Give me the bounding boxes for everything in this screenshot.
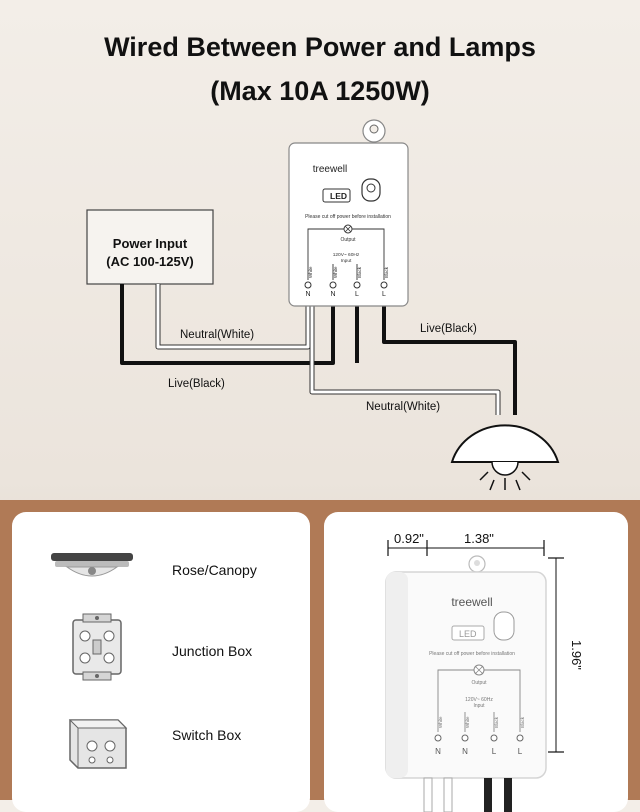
- terminal-color-1: White: [308, 266, 313, 278]
- dimension-pair-button-icon: [493, 611, 515, 641]
- label-neutral-bottom: Neutral(White): [366, 401, 440, 413]
- live-wire-right: [382, 300, 517, 415]
- led-label: LED: [330, 191, 347, 201]
- dimension-terminal-letter-3: L: [492, 747, 497, 756]
- terminal-letter-2: N: [330, 291, 335, 298]
- dimension-terminal-color-1: White: [438, 716, 443, 728]
- terminal-color-4: Black: [384, 266, 389, 278]
- dimension-terminal-color-3: Black: [494, 716, 499, 728]
- device-dimension-drawing: 0.92" 1.38" 1.96" treewell LED Please cu…: [385, 531, 584, 812]
- dimension-output-label: Output: [471, 680, 487, 686]
- label-live-right: Live(Black): [420, 323, 477, 335]
- label-neutral-top: Neutral(White): [180, 329, 254, 341]
- neutral-wire-top: [156, 284, 310, 349]
- dimension-height: 1.96": [569, 640, 584, 670]
- wires: [120, 284, 517, 415]
- device-warning: Please cut off power before installation: [305, 214, 391, 220]
- terminals: White White Black Black N N L L: [304, 266, 389, 298]
- dimension-input-label-1: 120V~ 60Hz: [465, 697, 493, 703]
- pair-button-icon: [361, 178, 381, 202]
- dimension-terminal-letter-1: N: [435, 747, 441, 756]
- terminal-color-3: Black: [357, 266, 362, 278]
- page-title: Wired Between Power and Lamps: [104, 32, 536, 62]
- wiring-diagram: Power Input (AC 100-125V) Neutral(White)…: [86, 119, 560, 491]
- switch-box-icon: [68, 719, 128, 769]
- label-live-left: Live(Black): [168, 378, 225, 390]
- bottom-band: Rose/Canopy Junction Box Switch Box: [0, 500, 640, 812]
- page-subtitle: (Max 10A 1250W): [210, 76, 430, 106]
- terminal-letter-3: L: [355, 291, 359, 298]
- terminal-letter-4: L: [382, 291, 386, 298]
- input-label-2: Input: [341, 258, 352, 264]
- dimension-terminal-letter-2: N: [462, 747, 468, 756]
- accessory-label-rose-canopy: Rose/Canopy: [172, 562, 257, 578]
- output-label: Output: [340, 237, 356, 243]
- dimension-depth: 0.92": [394, 531, 424, 546]
- accessories-panel: Rose/Canopy Junction Box Switch Box: [12, 512, 310, 812]
- accessory-label-junction-box: Junction Box: [172, 643, 253, 659]
- dimension-terminal-color-4: Black: [520, 716, 525, 728]
- power-input-voltage: (AC 100-125V): [106, 254, 193, 269]
- dimension-width: 1.38": [464, 531, 494, 546]
- power-input-title: Power Input: [113, 236, 188, 251]
- terminal-color-2: White: [333, 266, 338, 278]
- dimension-warning: Please cut off power before installation: [429, 651, 515, 657]
- lamp-icon: [450, 424, 560, 491]
- device-brand: treewell: [313, 164, 347, 175]
- dimensions-panel: 0.92" 1.38" 1.96" treewell LED Please cu…: [324, 512, 628, 812]
- accessory-label-switch-box: Switch Box: [172, 727, 242, 743]
- terminal-letter-1: N: [305, 291, 310, 298]
- neutral-wire-bottom: [310, 300, 500, 415]
- dimension-terminal-color-2: White: [465, 716, 470, 728]
- live-wire-left: [120, 284, 335, 365]
- dimension-terminal-letter-4: L: [518, 747, 523, 756]
- rose-canopy-icon: [51, 553, 133, 577]
- power-input-box: Power Input (AC 100-125V): [86, 209, 214, 285]
- smart-switch-device: treewell LED Please cut off power before…: [288, 119, 409, 307]
- dimension-device-brand: treewell: [451, 595, 492, 609]
- dimension-led-label: LED: [459, 629, 477, 639]
- dimension-input-label-2: Input: [473, 703, 485, 709]
- input-label-1: 120V~ 60Hz: [333, 252, 360, 258]
- junction-box-icon: [72, 613, 122, 681]
